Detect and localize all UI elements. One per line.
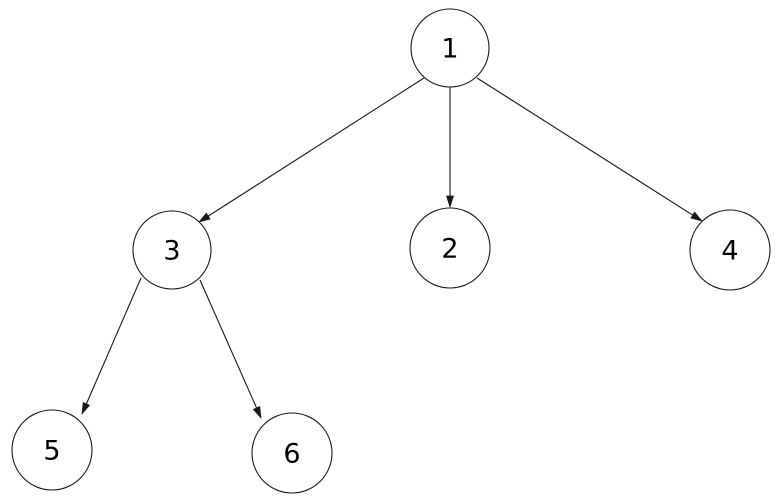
node-label: 1 bbox=[441, 34, 458, 65]
edge-line bbox=[206, 77, 425, 218]
edges-layer bbox=[81, 77, 703, 420]
graph-node-3[interactable]: 3 bbox=[132, 210, 212, 290]
nodes-layer: 1 3 2 4 5 6 bbox=[11, 8, 771, 494]
edge-3-to-6[interactable] bbox=[199, 279, 262, 420]
node-label: 3 bbox=[163, 236, 180, 267]
graph-node-4[interactable]: 4 bbox=[689, 209, 771, 291]
node-circle bbox=[11, 409, 93, 491]
node-circle bbox=[410, 8, 490, 88]
edge-1-to-3[interactable] bbox=[198, 77, 425, 223]
arrowhead-icon bbox=[690, 211, 703, 222]
node-label: 5 bbox=[43, 436, 60, 467]
node-label: 6 bbox=[283, 439, 300, 470]
edge-1-to-2[interactable] bbox=[446, 87, 454, 209]
node-label: 2 bbox=[441, 234, 458, 265]
arrowhead-icon bbox=[198, 212, 211, 223]
edge-line bbox=[199, 279, 258, 410]
node-circle bbox=[689, 209, 771, 291]
arrowhead-icon bbox=[252, 406, 262, 420]
graph-node-5[interactable]: 5 bbox=[11, 409, 93, 491]
graph-node-2[interactable]: 2 bbox=[409, 207, 491, 289]
graph-node-1[interactable]: 1 bbox=[410, 8, 490, 88]
arrowhead-icon bbox=[81, 402, 91, 416]
edge-line bbox=[85, 277, 142, 406]
node-circle bbox=[132, 210, 212, 290]
node-circle bbox=[409, 207, 491, 289]
node-circle bbox=[251, 412, 333, 494]
edge-3-to-5[interactable] bbox=[81, 277, 142, 416]
edge-1-to-4[interactable] bbox=[476, 77, 703, 222]
arrowhead-icon bbox=[446, 195, 454, 209]
graph-node-6[interactable]: 6 bbox=[251, 412, 333, 494]
node-label: 4 bbox=[721, 236, 738, 267]
edge-line bbox=[476, 77, 695, 217]
